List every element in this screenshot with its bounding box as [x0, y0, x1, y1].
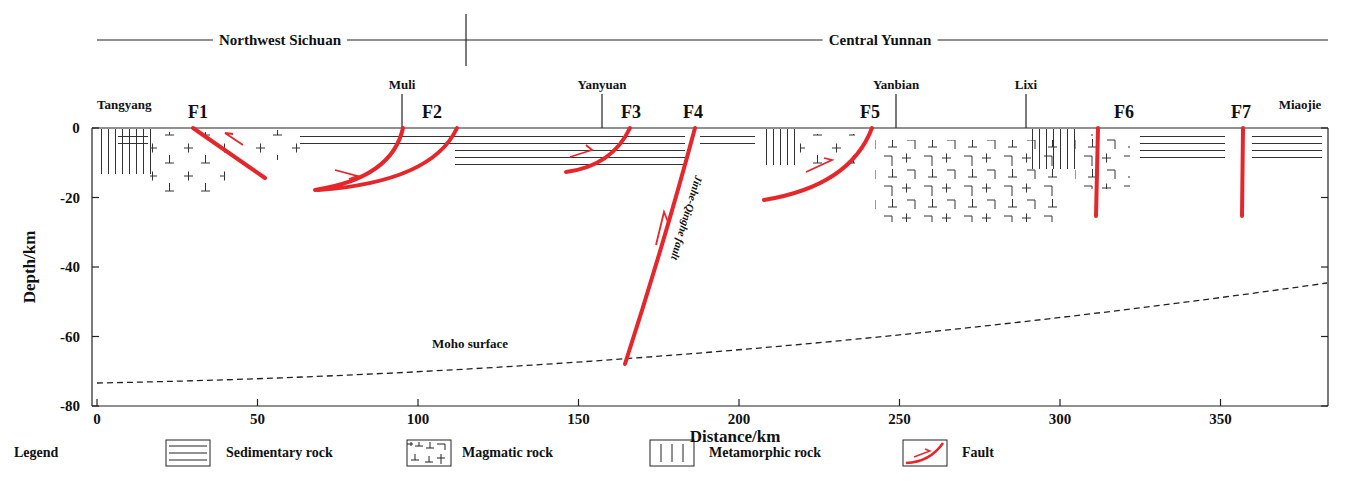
fault-label: F3 [621, 103, 641, 123]
place-name: Tangyang [97, 98, 151, 112]
legend-text: Metamorphic rock [709, 445, 821, 460]
axis-ticks [92, 128, 1328, 406]
fault-label: F7 [1231, 103, 1251, 123]
plot-frame [92, 128, 1328, 406]
depth-tick: 0 [72, 120, 80, 137]
distance-tick: 200 [728, 411, 751, 428]
place-name: Yanyuan [577, 78, 626, 92]
distance-tick: 0 [93, 411, 101, 428]
fault-label: F4 [683, 103, 703, 123]
distance-tick: 150 [567, 411, 590, 428]
distance-tick: 300 [1049, 411, 1072, 428]
fault-motion-arrows [225, 133, 832, 245]
fault-label: F5 [860, 103, 880, 123]
sedimentary-sample [169, 446, 207, 460]
place-name: Miaojie [1279, 98, 1322, 112]
fault-sample-arrow [914, 449, 930, 457]
fault-label: F2 [422, 103, 442, 123]
region-label: Central Yunnan [823, 32, 938, 49]
sedimentary-swatch [166, 440, 210, 466]
rock-textures [97, 129, 1322, 222]
legend-text: Magmatic rock [462, 445, 553, 460]
region-divider [465, 14, 466, 66]
moho-line [97, 283, 1327, 383]
legend-text: Fault [962, 445, 994, 460]
moho-label: Moho surface [432, 337, 508, 351]
fault-label: F1 [188, 103, 208, 123]
place-name: Yanbian [873, 78, 919, 92]
distance-tick: 100 [407, 411, 430, 428]
distance-tick: 250 [888, 411, 911, 428]
axis-title: Distance/km [690, 428, 781, 447]
place-markers [402, 94, 1026, 128]
distance-tick: 350 [1209, 411, 1232, 428]
fault-lines [193, 128, 1243, 364]
depth-tick: -40 [60, 259, 80, 276]
place-name: Muli [389, 78, 416, 92]
place-name: Lixi [1015, 78, 1037, 92]
magmatic-swatch [407, 440, 451, 466]
legend-title: Legend [14, 445, 58, 460]
distance-tick: 50 [250, 411, 265, 428]
fault-sample [906, 443, 943, 463]
region-label: Northwest Sichuan [213, 32, 347, 49]
metamorphic-swatch [650, 440, 694, 466]
axis-title: Depth/km [21, 231, 40, 304]
fault-label: F6 [1114, 103, 1134, 123]
depth-tick: -60 [60, 328, 80, 345]
magmatic-sample [407, 442, 445, 464]
fault-swatch [903, 440, 947, 466]
fault-name: Jinhe-Qinghe fault [669, 175, 705, 262]
metamorphic-sample [661, 444, 683, 462]
legend-text: Sedimentary rock [226, 445, 333, 460]
depth-tick: -80 [60, 398, 80, 415]
depth-tick: -20 [60, 189, 80, 206]
